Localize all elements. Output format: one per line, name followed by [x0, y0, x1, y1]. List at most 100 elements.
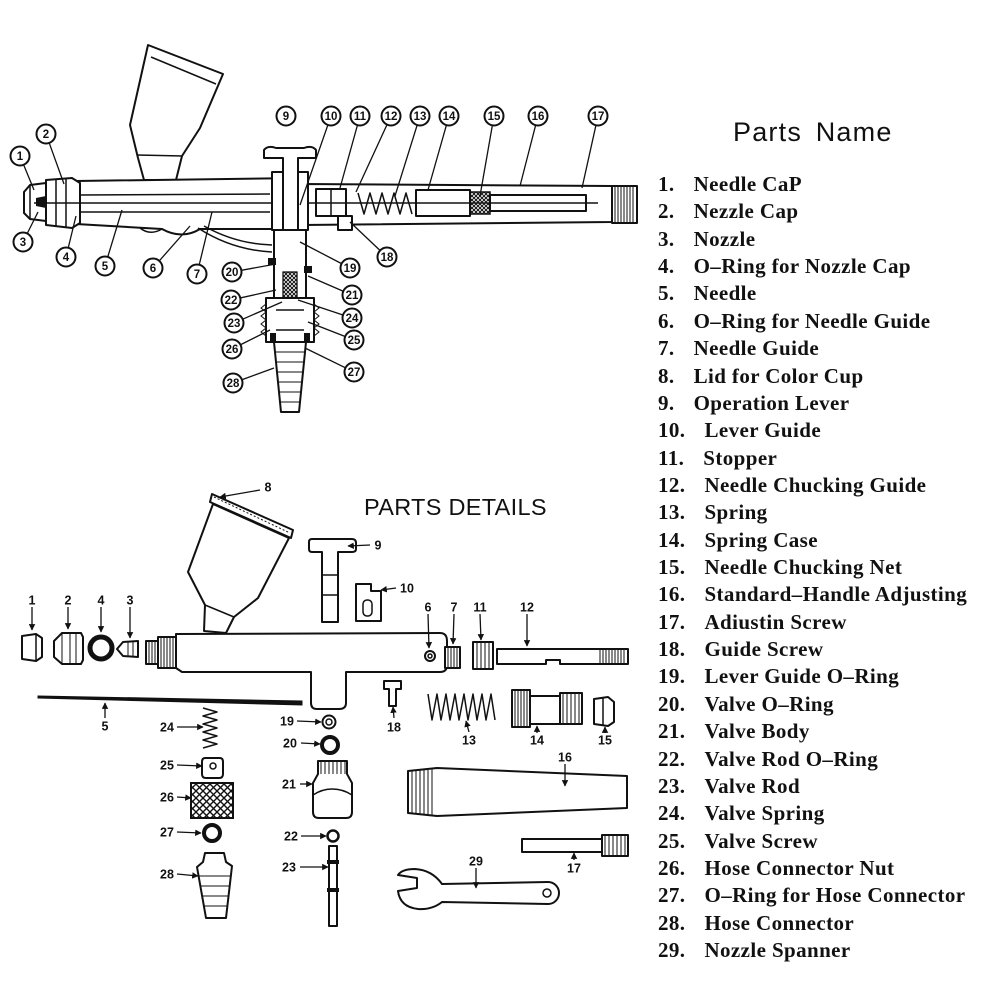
- detail-nozzle-cap-o-ring: [87, 634, 115, 662]
- detail-valve-rod-o-ring: [326, 829, 340, 843]
- callout-number: 17: [567, 862, 581, 876]
- part-number: 2.: [658, 199, 675, 224]
- leader-line: [307, 275, 344, 292]
- section-callout-28: 28: [222, 367, 275, 394]
- callout-number: 8: [265, 481, 272, 495]
- part-name: Nozzle: [693, 226, 756, 251]
- detail-guide-screw: [383, 680, 402, 707]
- callout-circle: [320, 105, 342, 127]
- callout-number: 14: [530, 734, 544, 748]
- detail-callout-13: 13: [462, 720, 476, 748]
- parts-name-item: 17.Adiustin Screw: [658, 609, 967, 636]
- part-number: 19.: [658, 664, 686, 689]
- callout-number: 11: [354, 111, 367, 123]
- section-callout-23: 23: [223, 301, 283, 334]
- parts-name-item: 22.Valve Rod O–Ring: [658, 746, 967, 773]
- callout-number: 28: [227, 378, 240, 390]
- detail-valve-screw: [201, 757, 224, 779]
- section-valve-assembly: [260, 229, 320, 413]
- callout-number: 19: [344, 263, 357, 275]
- callout-circle: [483, 105, 505, 127]
- detail-needle-guide: [444, 646, 461, 669]
- callout-number: 25: [160, 759, 174, 773]
- section-callout-26: 26: [221, 329, 271, 360]
- detail-callout-12: 12: [520, 601, 534, 647]
- detail-lever-guide-o-ring: [321, 714, 337, 730]
- part-name: Needle CaP: [693, 172, 802, 196]
- section-needle-cap: [23, 182, 47, 222]
- callout-circle: [349, 105, 371, 127]
- callout-number: 6: [425, 601, 432, 615]
- section-callout-12: 12: [355, 105, 402, 193]
- section-callout-21: 21: [307, 275, 363, 306]
- callout-circle: [343, 329, 365, 351]
- detail-needle: [37, 695, 303, 706]
- part-number: 10.: [658, 418, 686, 443]
- leader-line: [48, 142, 65, 185]
- detail-callout-14: 14: [530, 725, 544, 748]
- callout-number: 29: [469, 855, 483, 869]
- part-name: Guide Screw: [704, 637, 824, 662]
- callout-number: 18: [387, 721, 401, 735]
- callout-circle: [222, 372, 244, 394]
- callout-number: 11: [473, 601, 486, 615]
- part-number: 15.: [658, 555, 686, 580]
- part-number: 12.: [658, 472, 686, 497]
- detail-spring: [427, 693, 496, 721]
- leader-line: [307, 321, 346, 338]
- detail-needle-chucking-net: [593, 696, 615, 727]
- leader-arrow: [477, 613, 485, 641]
- part-name: Valve Screw: [704, 828, 818, 853]
- part-number: 26.: [658, 855, 686, 880]
- part-number: 16.: [658, 582, 686, 607]
- part-name: Lid for Color Cup: [693, 363, 864, 388]
- callout-number: 16: [532, 111, 545, 123]
- detail-needle-chucking-guide: [496, 648, 629, 665]
- callout-number: 27: [348, 367, 361, 379]
- leader-arrow: [464, 720, 471, 733]
- callout-number: 4: [63, 252, 70, 264]
- part-name: Needle Guide: [693, 336, 820, 361]
- callout-number: 19: [280, 715, 294, 729]
- part-name: Valve Spring: [704, 801, 825, 826]
- detail-spring-case: [511, 689, 583, 728]
- parts-name-item: 23.Valve Rod: [658, 773, 967, 800]
- part-number: 17.: [658, 609, 686, 634]
- leader-arrow: [176, 829, 202, 837]
- section-callout-1: 1: [9, 145, 35, 191]
- detail-lever-guide: [355, 583, 382, 622]
- leader-line: [240, 289, 277, 299]
- leader-line: [304, 347, 346, 369]
- callout-number: 23: [282, 861, 296, 875]
- callout-number: 9: [283, 111, 289, 123]
- part-number: 5.: [658, 281, 675, 306]
- part-name: Valve Rod O–Ring: [704, 746, 879, 771]
- callout-number: 13: [462, 734, 476, 748]
- part-name: Valve Body: [704, 719, 810, 744]
- part-number: 29.: [658, 938, 686, 963]
- part-name: Valve O–Ring: [704, 691, 834, 716]
- parts-name-item: 6.O–Ring for Needle Guide: [658, 308, 967, 335]
- callout-number: 20: [226, 267, 239, 279]
- callout-circle: [220, 289, 242, 311]
- callout-circle: [223, 312, 245, 334]
- callout-number: 1: [17, 151, 24, 163]
- callout-circle: [376, 246, 398, 268]
- callout-number: 5: [102, 261, 109, 273]
- parts-name-item: 13.Spring: [658, 499, 967, 526]
- section-callout-19: 19: [299, 241, 361, 279]
- section-callout-15: 15: [479, 105, 505, 197]
- detail-callout-25: 25: [160, 759, 203, 773]
- section-callout-3: 3: [12, 211, 39, 253]
- parts-details-view: 8910124367111251813141516172924252627281…: [21, 481, 629, 927]
- section-callout-6: 6: [142, 225, 191, 279]
- parts-name-item: 16.Standard–Handle Adjusting: [658, 581, 967, 608]
- section-callout-17: 17: [581, 105, 609, 189]
- parts-name-item: 26.Hose Connector Nut: [658, 855, 967, 882]
- callout-circle: [35, 123, 57, 145]
- callout-circle: [339, 257, 361, 279]
- callout-number: 14: [443, 111, 456, 123]
- part-name: Spring Case: [704, 527, 818, 552]
